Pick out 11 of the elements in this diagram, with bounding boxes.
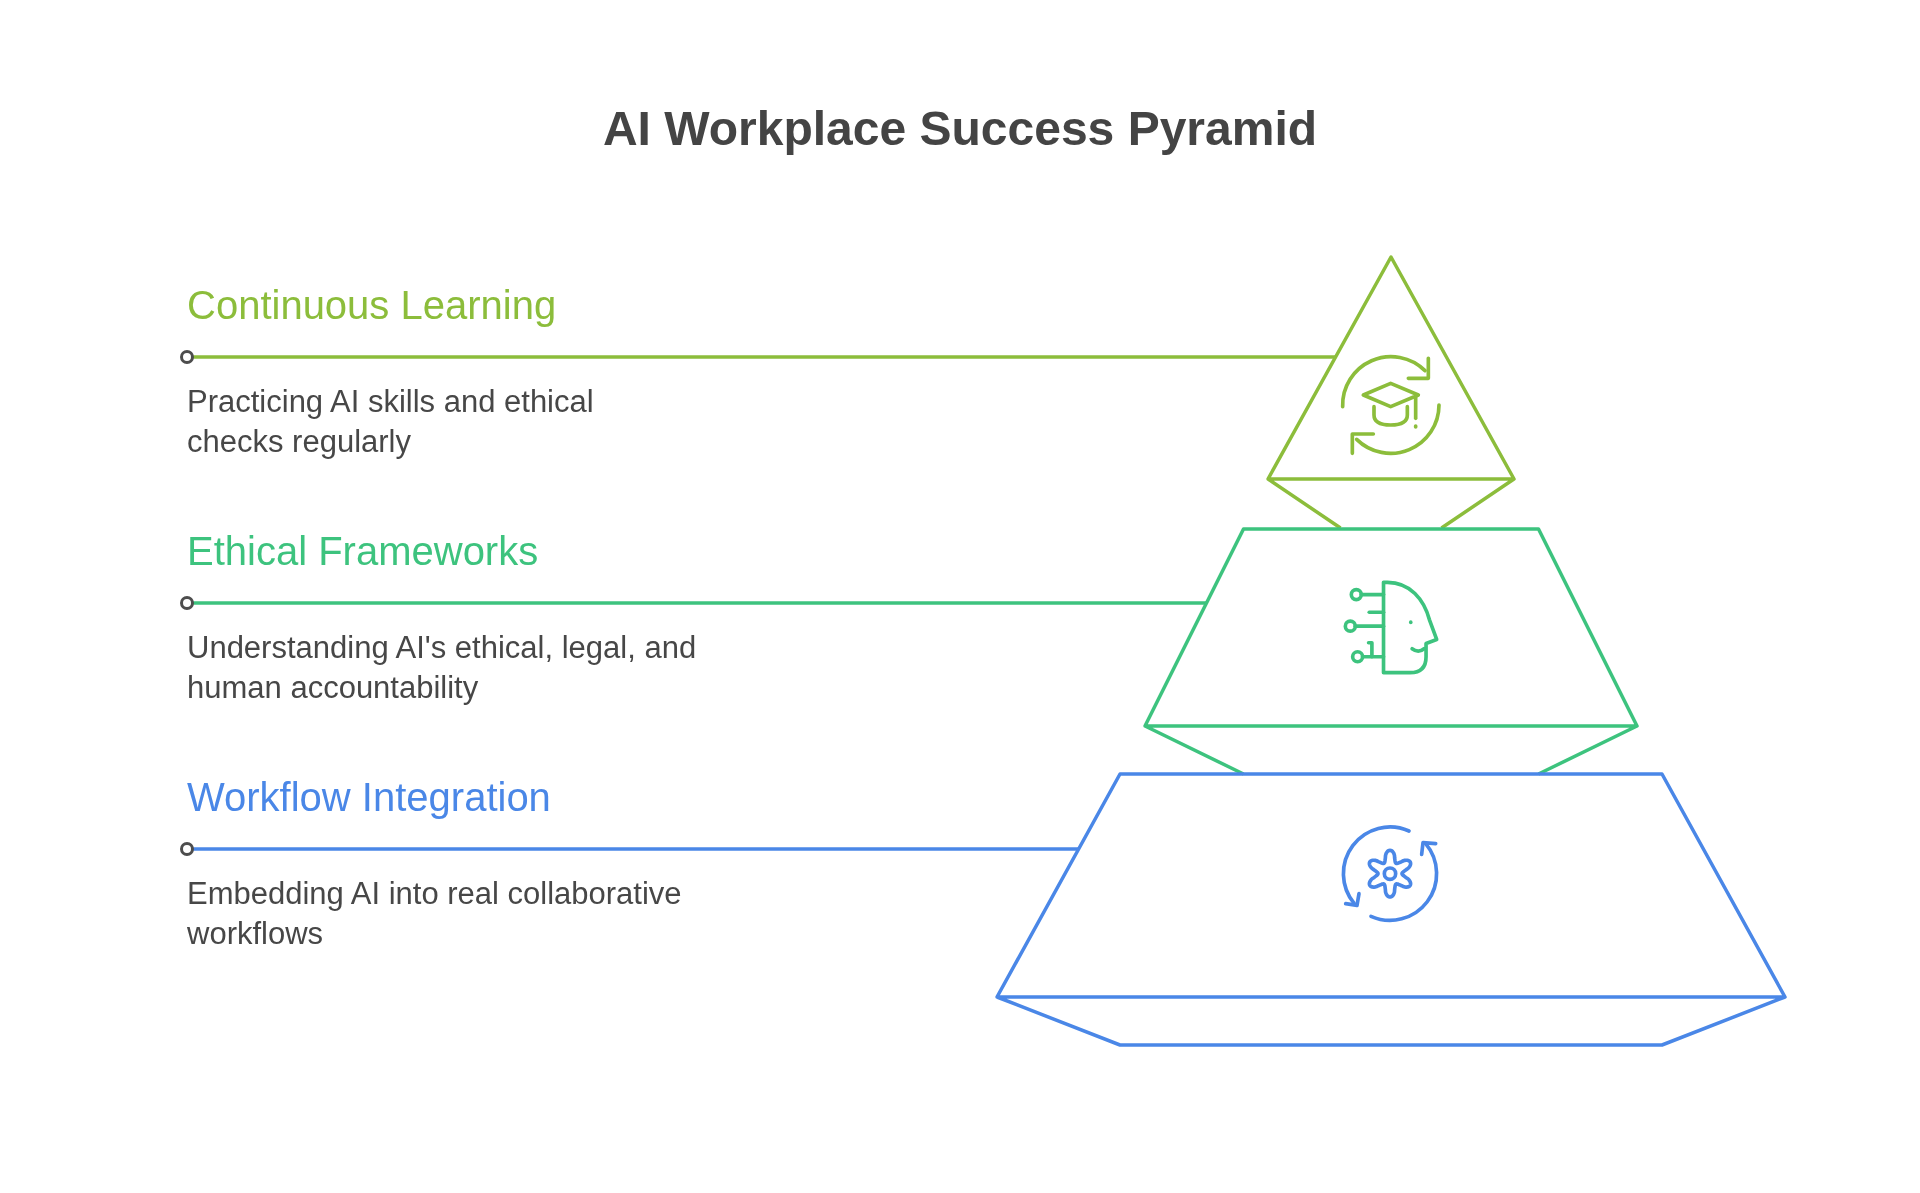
tier-description: Practicing AI skills and ethical checks regularly [187, 383, 595, 461]
tier-heading: Ethical Frameworks [187, 528, 539, 575]
tier-heading: Continuous Learning [187, 282, 557, 329]
pyramid-tier [994, 771, 1788, 1048]
leader-line [180, 596, 1207, 610]
diagram-title: AI Workplace Success Pyramid [602, 101, 1318, 157]
tier-description: Understanding AI's ethical, legal, and human accountability [187, 629, 698, 707]
leader-line [180, 842, 1079, 856]
tier-heading: Workflow Integration [187, 774, 551, 821]
leader-line [180, 350, 1336, 364]
tier-description: Embedding AI into real collaborative workflows [187, 875, 683, 953]
